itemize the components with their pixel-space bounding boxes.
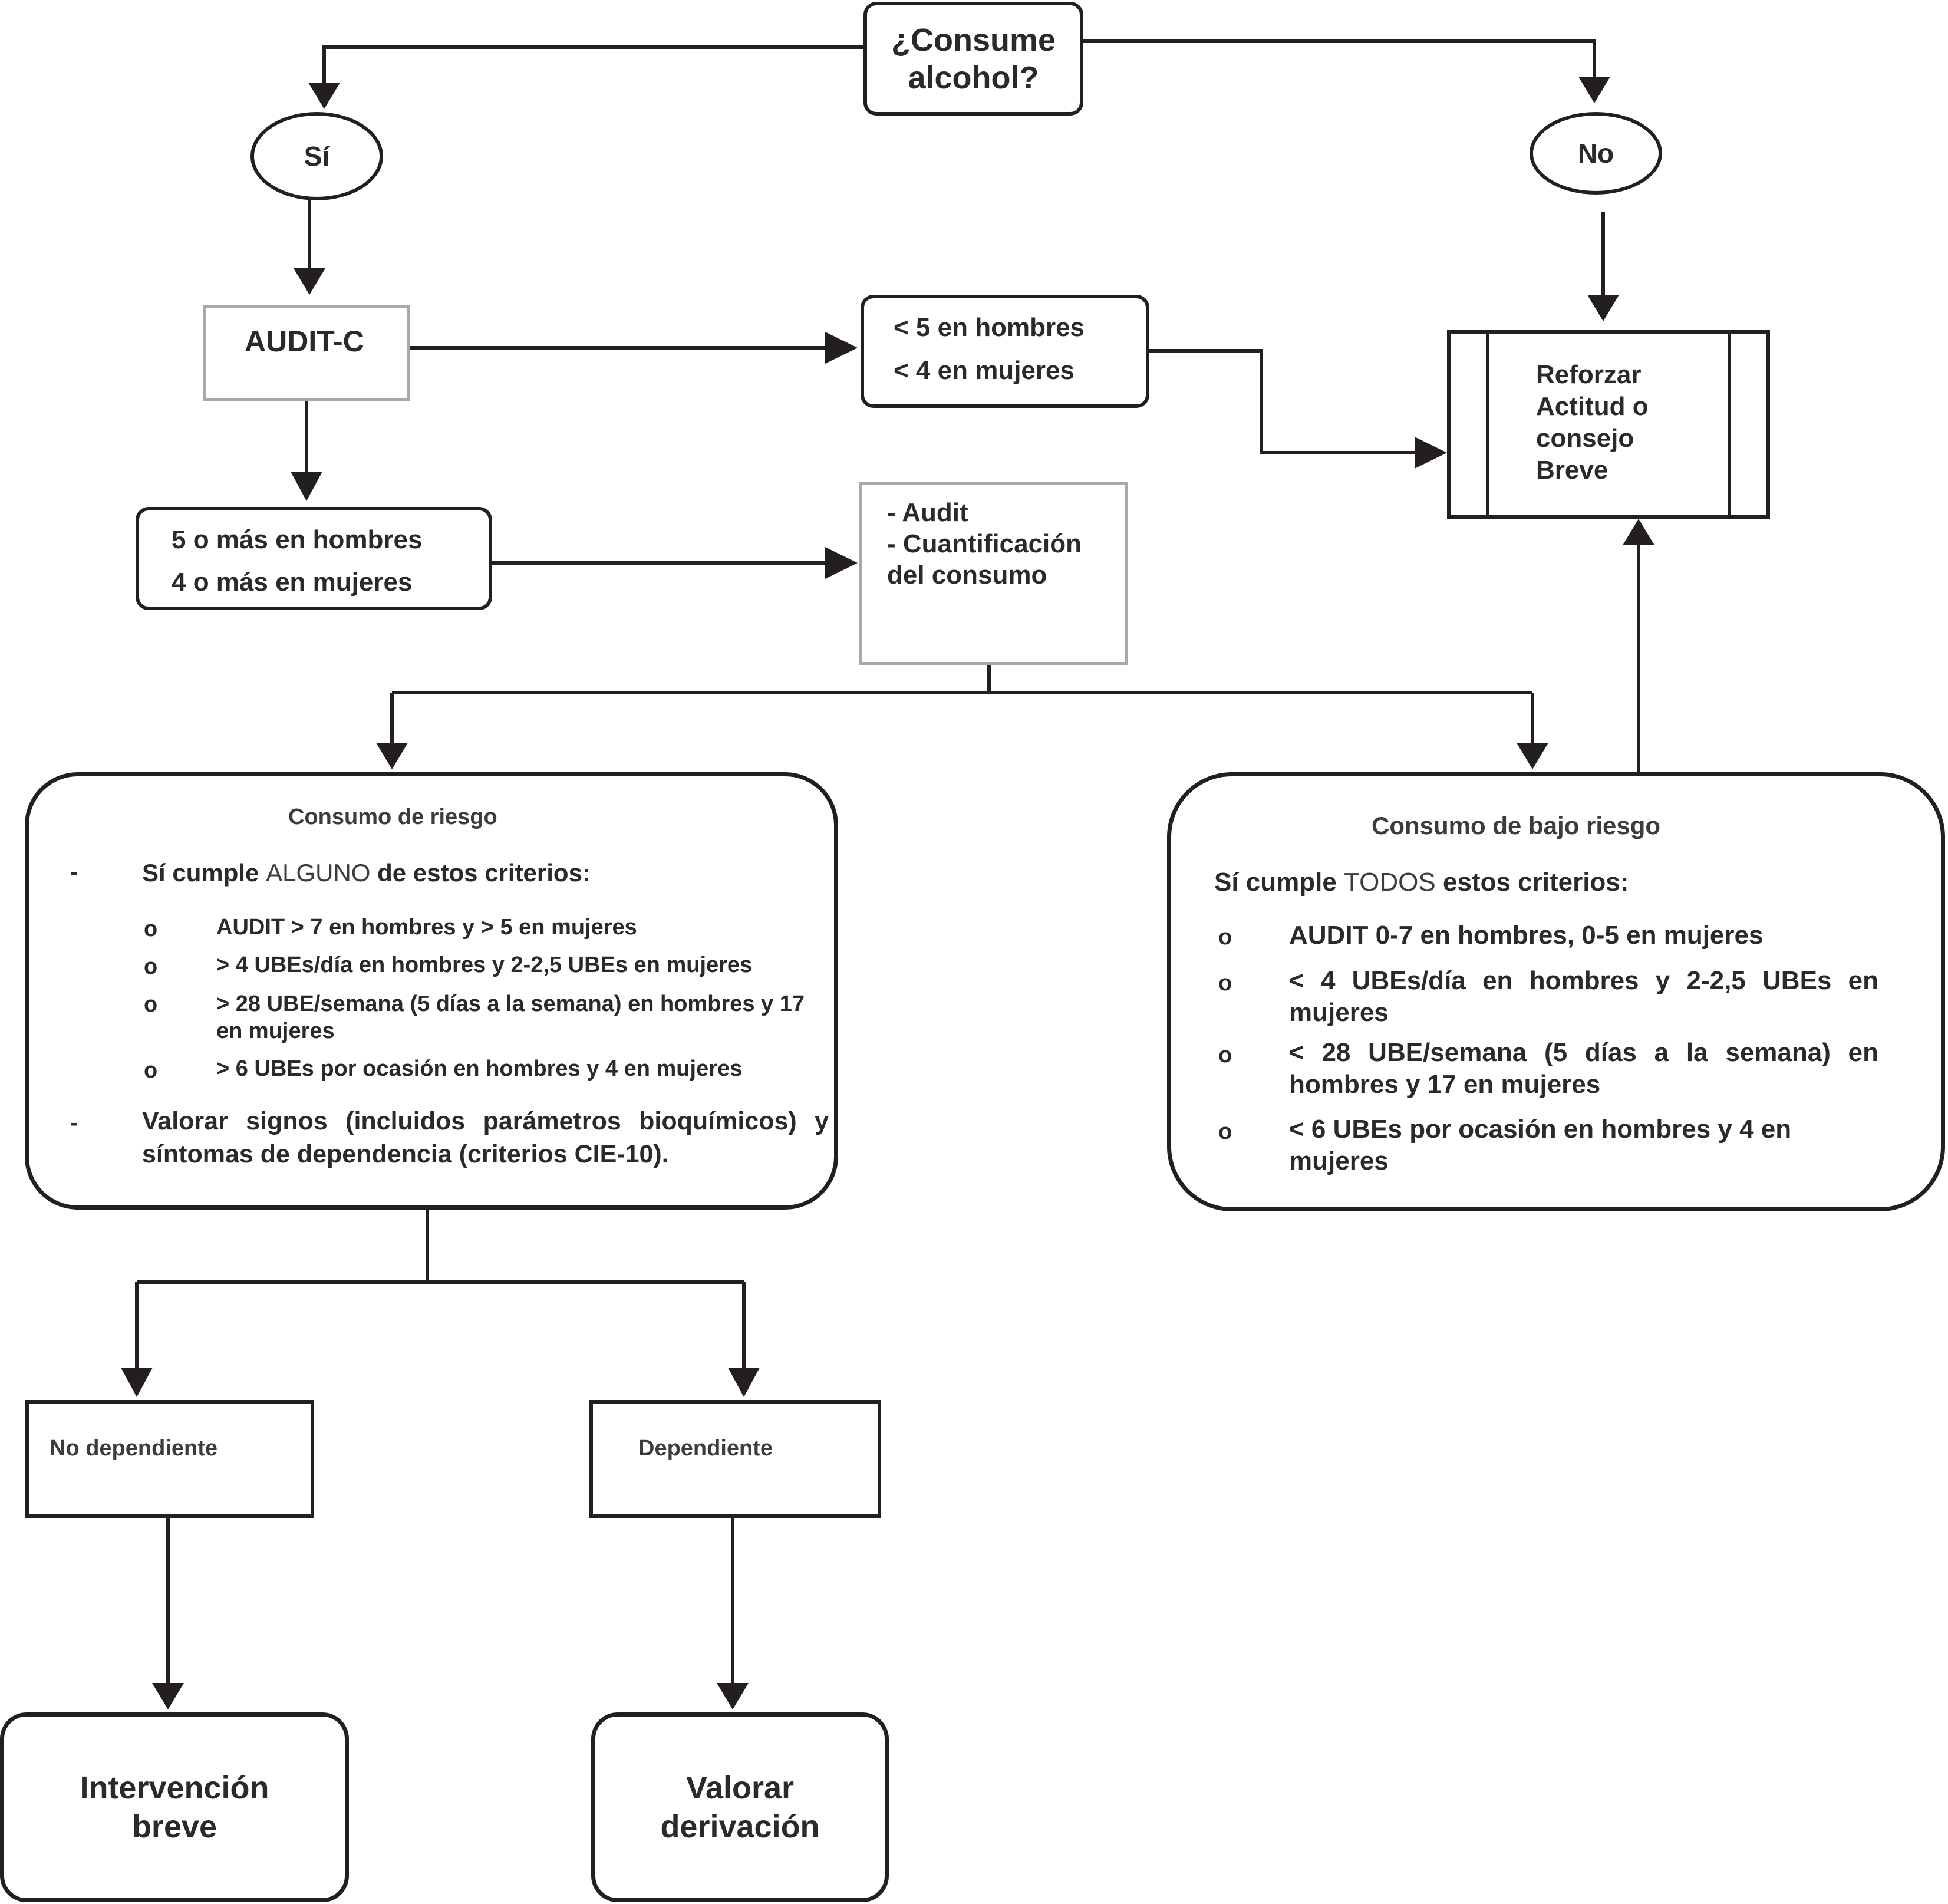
- low-risk-box: Consumo de bajo riesgo Sí cumple TODOS e…: [1167, 772, 1945, 1211]
- risk-item-2: > 4 UBEs/día en hombres y 2-2,5 UBEs en …: [216, 953, 753, 977]
- low-score-women: < 4 en mujeres: [894, 356, 1074, 385]
- risk-bullet-1: o: [144, 917, 158, 941]
- risk-dash-2: -: [70, 1111, 78, 1135]
- yes-label: Sí: [304, 141, 330, 172]
- reinforce-box: Reforzar Actitud o consejo Breve: [1447, 330, 1770, 519]
- arrowhead-lowrisk: [1517, 743, 1548, 769]
- connector-low-reinforce: [1149, 349, 1418, 454]
- arrowhead-no: [1578, 77, 1610, 103]
- risk-item-1: AUDIT > 7 en hombres y > 5 en mujeres: [216, 915, 637, 940]
- referral-line2: derivación: [660, 1809, 820, 1844]
- risk-title: Consumo de riesgo: [288, 805, 497, 829]
- high-score-women: 4 o más en mujeres: [172, 568, 413, 597]
- risk-assess: Valorar signos (incluidos parámetros bio…: [142, 1107, 829, 1168]
- reinforce-line4: Breve: [1536, 456, 1608, 485]
- arrowhead-low: [825, 332, 858, 364]
- arrowhead-nodep: [121, 1368, 153, 1397]
- brief-intervention-line1: Intervención: [80, 1770, 269, 1806]
- referral-line1: Valorar: [685, 1770, 795, 1806]
- arrowhead-high: [291, 472, 322, 501]
- arrowhead-referral: [717, 1683, 749, 1709]
- question-line2: alcohol?: [908, 60, 1039, 95]
- brief-intervention-line2: breve: [131, 1809, 217, 1844]
- high-score-box: 5 o más en hombres 4 o más en mujeres: [136, 507, 492, 610]
- audit-c-label: AUDIT-C: [245, 325, 364, 358]
- risk-dash-1: -: [70, 860, 78, 885]
- risk-criteria-suffix: de estos criterios:: [377, 859, 591, 887]
- arrowhead-brief: [152, 1683, 184, 1709]
- risk-criteria-prefix: Sí cumple: [142, 859, 259, 887]
- reinforce-inner-right: [1728, 334, 1731, 515]
- risk-bullet-2: o: [144, 954, 158, 979]
- low-risk-bullet-4: o: [1218, 1119, 1232, 1144]
- question-box: ¿Consume alcohol?: [863, 2, 1083, 116]
- question-line1: ¿Consume: [891, 22, 1056, 58]
- reinforce-line3: consejo: [1536, 424, 1634, 453]
- reinforce-line2: Actitud o: [1536, 392, 1649, 421]
- low-risk-criteria: Sí cumple TODOS estos criterios:: [1214, 868, 1629, 897]
- low-risk-bullet-3: o: [1218, 1043, 1232, 1068]
- audit-c-box: AUDIT-C: [203, 305, 410, 401]
- risk-item-3: > 28 UBE/semana (5 días a la semana) en …: [216, 991, 805, 1043]
- arrowhead-dep: [728, 1368, 760, 1397]
- no-node: No: [1530, 112, 1662, 195]
- low-risk-criteria-prefix: Sí cumple: [1214, 868, 1337, 897]
- dependent-label: Dependiente: [638, 1436, 773, 1461]
- risk-item-4: > 6 UBEs por ocasión en hombres y 4 en m…: [216, 1056, 743, 1081]
- dependent-box: Dependiente: [589, 1400, 881, 1518]
- audit-box-line1: - Audit: [887, 498, 968, 527]
- low-risk-item-2: < 4 UBEs/día en hombres y 2-2,5 UBEs en …: [1289, 966, 1878, 1027]
- high-score-men: 5 o más en hombres: [172, 525, 423, 554]
- low-risk-bullet-1: o: [1218, 925, 1232, 950]
- connector-question-no: [1083, 39, 1596, 83]
- risk-criteria-keyword: ALGUNO: [266, 859, 371, 887]
- arrowhead-audit: [825, 547, 858, 579]
- low-risk-item-4: < 6 UBEs por ocasión en hombres y 4 en m…: [1289, 1115, 1792, 1175]
- reinforce-inner-left: [1486, 334, 1489, 515]
- risk-bullet-4: o: [144, 1058, 158, 1083]
- arrowhead-reinforce-bottom: [1623, 519, 1654, 545]
- audit-box-line2: - Cuantificación: [887, 529, 1082, 558]
- low-score-men: < 5 en hombres: [894, 313, 1085, 342]
- referral-box: Valorar derivación: [591, 1712, 889, 1902]
- arrowhead-reinforce-top: [1587, 295, 1619, 321]
- risk-box: Consumo de riesgo - Sí cumple ALGUNO de …: [25, 772, 838, 1210]
- not-dependent-label: No dependiente: [50, 1436, 218, 1461]
- connector-question-yes: [322, 45, 863, 88]
- low-risk-title: Consumo de bajo riesgo: [1372, 812, 1661, 839]
- arrowhead-risk: [376, 743, 408, 769]
- audit-box: - Audit - Cuantificación del consumo: [859, 482, 1128, 665]
- reinforce-line1: Reforzar: [1536, 360, 1642, 389]
- arrowhead-yes: [308, 83, 340, 109]
- arrowhead-reinforce-side: [1415, 437, 1447, 469]
- low-risk-item-1: AUDIT 0-7 en hombres, 0-5 en mujeres: [1289, 921, 1764, 950]
- low-score-box: < 5 en hombres < 4 en mujeres: [861, 295, 1149, 408]
- yes-node: Sí: [250, 112, 383, 200]
- arrowhead-auditc: [294, 268, 325, 295]
- audit-box-line3: del consumo: [887, 561, 1047, 589]
- risk-bullet-3: o: [144, 992, 158, 1017]
- brief-intervention-box: Intervención breve: [0, 1712, 349, 1902]
- low-risk-item-3: < 28 UBE/semana (5 días a la semana) en …: [1289, 1038, 1878, 1099]
- low-risk-criteria-keyword: TODOS: [1344, 868, 1436, 897]
- risk-criteria: Sí cumple ALGUNO de estos criterios:: [142, 859, 591, 887]
- no-label: No: [1577, 138, 1614, 169]
- low-risk-criteria-suffix: estos criterios:: [1442, 868, 1629, 897]
- low-risk-bullet-2: o: [1218, 971, 1232, 996]
- not-dependent-box: No dependiente: [25, 1400, 314, 1518]
